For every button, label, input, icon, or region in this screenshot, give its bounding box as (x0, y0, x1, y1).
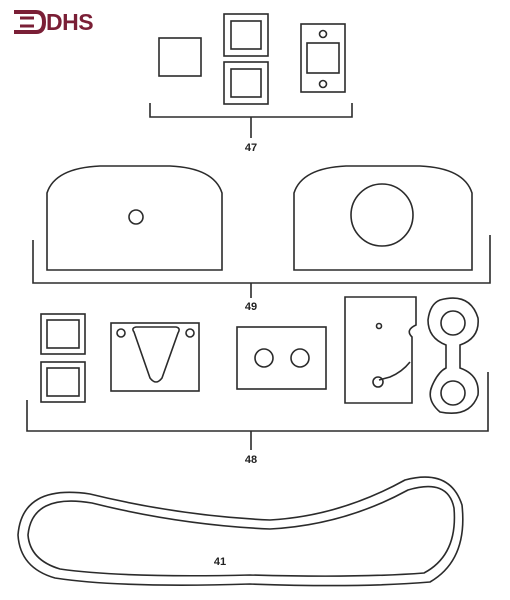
square-frame-gasket-top-inner (230, 20, 262, 50)
pin-hole (375, 322, 383, 330)
small-frame-gasket-top-inner (46, 319, 80, 349)
part-group-48 (26, 296, 489, 450)
group-48-bracket (26, 372, 489, 432)
part-label-41: 41 (213, 556, 227, 568)
part-label-49: 49 (244, 301, 258, 313)
small-frame-gasket-bottom-inner (46, 367, 80, 397)
two-hole-frame-gasket-window (306, 42, 340, 74)
part-41-belt (17, 476, 464, 587)
ring-hole-lower (440, 380, 466, 406)
port-hole-right (290, 348, 310, 368)
part-label-48: 48 (244, 454, 258, 466)
group-49-bracket (32, 235, 491, 284)
triangle-cutout (132, 326, 180, 383)
plain-square-gasket (158, 37, 202, 77)
mount-hole (116, 328, 126, 338)
ring-hole-upper (440, 310, 466, 336)
mount-hole (185, 328, 195, 338)
square-frame-gasket-bottom-inner (230, 68, 262, 98)
dhs-logo-text: DHS (46, 9, 94, 35)
dome-gasket-small-hole (46, 165, 223, 271)
double-ring-gasket (427, 297, 479, 414)
triangle-cutout-gasket (110, 322, 200, 392)
twin-hole-plate-gasket (236, 326, 327, 390)
small-frame-gasket-bottom (40, 361, 86, 403)
mount-hole (318, 79, 328, 89)
belt-inner-edge (27, 485, 456, 577)
lever-cover-gasket (344, 296, 417, 404)
center-hole (128, 209, 144, 225)
mount-hole (318, 29, 328, 39)
group-47-bracket (149, 103, 353, 118)
square-frame-gasket-bottom (223, 61, 269, 105)
part-label-47: 47 (244, 142, 258, 154)
dome-gasket-large-hole (293, 165, 473, 271)
two-hole-frame-gasket (300, 23, 346, 93)
large-center-hole (350, 183, 414, 247)
port-hole-left (254, 348, 274, 368)
belt-outer-edge (17, 476, 464, 587)
lever-slot (378, 361, 411, 381)
part-group-49 (32, 165, 491, 298)
small-frame-gasket-top (40, 313, 86, 355)
part-group-47 (149, 13, 353, 138)
lever-pivot-hole (372, 376, 384, 388)
square-frame-gasket-top (223, 13, 269, 57)
dhs-logo-mark (14, 10, 47, 34)
